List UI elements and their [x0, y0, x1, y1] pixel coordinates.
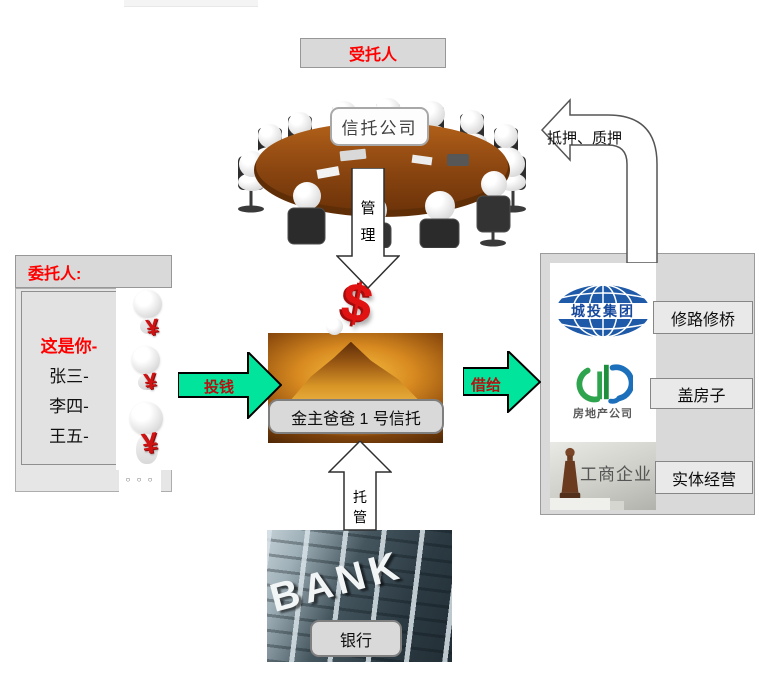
figure-head — [134, 290, 162, 318]
use-houses-label: 盖房子 — [677, 387, 726, 405]
invest-arrow-shape — [178, 352, 282, 419]
invest-arrow: 投钱 — [178, 352, 282, 419]
trust-product-label: 金主爸爸 1 号信托 — [291, 410, 421, 428]
use-roads-box: 修路修桥 — [653, 301, 753, 334]
top-edge-artifact — [124, 0, 258, 7]
this-is-you-label: 这是你- — [40, 337, 98, 356]
principal-names-box: 这是你- 张三- 李四- 王五- — [21, 291, 117, 465]
real-estate-company-logo: 房地产公司 — [553, 360, 653, 425]
figure-head — [132, 346, 160, 374]
enterprise-photo: 工商企业 — [550, 442, 656, 510]
use-business-label: 实体经营 — [671, 471, 736, 489]
investor-figure: ¥ — [116, 290, 184, 346]
invest-arrow-label: 投钱 — [204, 379, 235, 396]
trust-company-box: 信托公司 — [330, 107, 429, 146]
city-investment-group-logo: 城投集团 — [554, 284, 652, 338]
figure-body — [140, 318, 158, 334]
lend-arrow-shape — [463, 351, 541, 413]
lend-arrow: 借给 — [463, 351, 541, 413]
yuan-symbol: ¥ — [139, 427, 161, 461]
more-investors-ellipsis: ○ ○ ○ — [119, 466, 161, 492]
principal-name: 王五- — [49, 427, 89, 446]
principal-name: 李四- — [49, 397, 89, 416]
trustee-title: 受托人 — [348, 47, 397, 64]
enterprise-name: 工商企业 — [580, 465, 652, 484]
pledge-bent-arrow — [540, 98, 658, 263]
real-estate-logo-mark — [576, 364, 633, 404]
investor-figure: ¥ — [116, 346, 184, 402]
city-group-name: 城投集团 — [571, 303, 635, 319]
real-estate-company-name: 房地产公司 — [573, 408, 633, 420]
custody-arrow-label: 托管 — [353, 489, 367, 526]
bank-label-box: 银行 — [310, 620, 402, 657]
bank-label: 银行 — [339, 632, 372, 650]
figure-body — [138, 374, 156, 390]
investor-figure: ¥ — [116, 402, 184, 470]
custody-up-arrow — [328, 441, 392, 531]
manage-arrow-label: 管理 — [360, 200, 376, 244]
figure-body — [136, 434, 158, 464]
use-business-box: 实体经营 — [655, 461, 753, 494]
principal-name: 张三- — [49, 367, 89, 386]
figure-head — [130, 402, 163, 435]
figure-head — [326, 318, 343, 335]
trust-product-box: 金主爸爸 1 号信托 — [268, 399, 444, 434]
trustee-title-box: 受托人 — [300, 38, 446, 68]
chess-piece-icon — [559, 447, 581, 500]
yuan-symbol: ¥ — [144, 313, 161, 341]
manage-down-arrow — [336, 168, 400, 289]
investor-figures-image: ¥ ¥ ¥ — [116, 288, 184, 470]
principal-title: 委托人: — [28, 265, 82, 283]
chessboard-base — [550, 498, 610, 510]
use-houses-box: 盖房子 — [650, 378, 753, 409]
pledge-label: 抵押、质押 — [547, 130, 623, 147]
lend-arrow-label: 借给 — [471, 377, 502, 394]
yuan-symbol: ¥ — [142, 367, 159, 395]
money-symbol-illustration: $ — [326, 271, 412, 340]
trust-company-label: 信托公司 — [341, 119, 418, 138]
use-roads-label: 修路修桥 — [670, 311, 735, 329]
principal-title-box: 委托人: — [15, 255, 172, 288]
